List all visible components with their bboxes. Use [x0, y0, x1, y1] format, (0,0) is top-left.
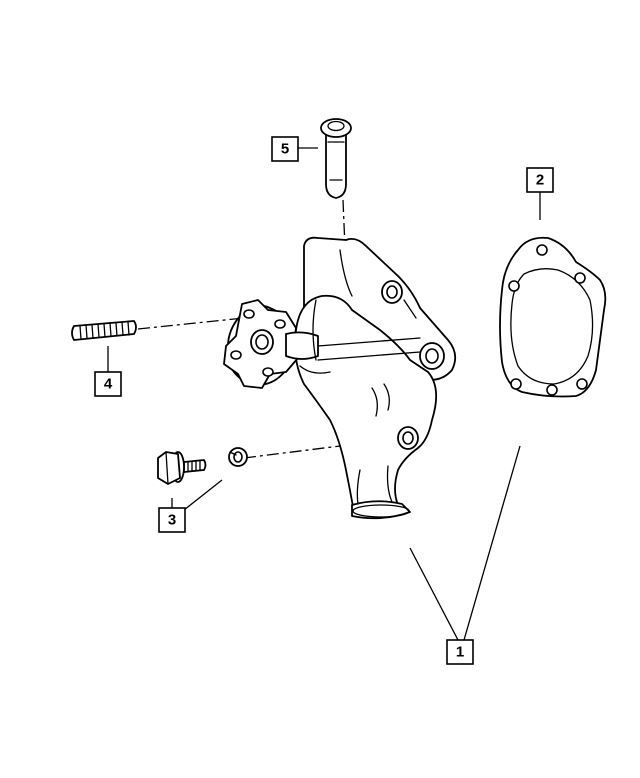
callout-4-label: 4	[104, 376, 113, 393]
stud-alignment-line	[137, 317, 245, 330]
leader-1-gasket	[463, 445, 521, 641]
threaded-stud	[71, 320, 137, 341]
bolt-alignment-line	[243, 437, 405, 459]
callout-1-label: 1	[456, 644, 464, 661]
leader-lines	[107, 147, 541, 641]
water-pump-gasket	[499, 236, 607, 398]
leader-1-pump	[409, 547, 459, 641]
callout-4: 4	[94, 371, 122, 397]
callout-3: 3	[158, 507, 186, 533]
callout-1: 1	[446, 639, 474, 665]
callout-2: 2	[526, 167, 554, 193]
callout-2-label: 2	[536, 172, 544, 189]
callout-5-label: 5	[281, 141, 289, 158]
callout-3-label: 3	[168, 512, 176, 529]
callout-5: 5	[271, 136, 299, 162]
leader-3-washer	[183, 479, 223, 511]
dowel-pin	[320, 118, 352, 199]
water-pump-housing	[223, 236, 457, 520]
lock-washer	[228, 447, 248, 467]
flange-bolt	[157, 451, 207, 485]
